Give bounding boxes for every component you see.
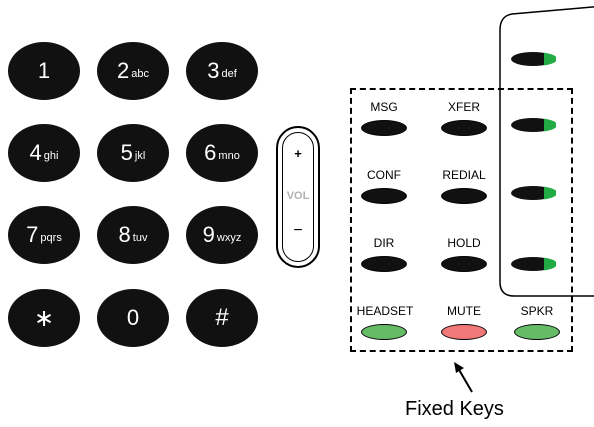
key-star[interactable]: ∗	[8, 289, 80, 347]
fixed-keys-outline	[350, 88, 573, 352]
dir-label: DIR	[373, 236, 395, 250]
key-digit: 2	[117, 58, 130, 83]
display-panel-outline	[499, 6, 594, 297]
key-digit: 7	[26, 222, 39, 247]
key-digit: 8	[118, 222, 131, 247]
redial-button[interactable]	[441, 188, 487, 204]
key-0[interactable]: 0	[97, 289, 169, 347]
line-key-1[interactable]	[510, 51, 556, 67]
volume-up-icon[interactable]: +	[294, 146, 302, 161]
key-letters: wxyz	[216, 232, 242, 244]
xfer-label: XFER	[447, 100, 480, 114]
key-digit: 3	[207, 58, 220, 83]
key-digit: 9	[202, 222, 215, 247]
fixed-keys-caption: Fixed Keys	[405, 398, 504, 420]
mute-button[interactable]	[441, 324, 487, 340]
key-letters: tuv	[132, 232, 148, 244]
key-letters: mno	[218, 150, 240, 162]
key-digit: 4	[29, 140, 42, 165]
callout-arrow-icon	[454, 362, 473, 393]
xfer-button[interactable]	[441, 120, 487, 136]
key-5[interactable]: 5 jkl	[97, 124, 169, 182]
key-digit: 1	[37, 58, 51, 83]
key-1[interactable]: 1	[8, 42, 80, 100]
key-8[interactable]: 8 tuv	[97, 206, 169, 264]
asterisk-icon: ∗	[33, 304, 55, 332]
headset-button[interactable]	[361, 324, 407, 340]
key-digit: 0	[126, 305, 140, 330]
line-led-icon	[544, 52, 556, 66]
volume-rocker[interactable]: + VOL −	[276, 126, 320, 268]
line-led-icon	[544, 257, 556, 271]
msg-label: MSG	[370, 100, 398, 114]
line-key-3[interactable]	[510, 185, 556, 201]
hold-label: HOLD	[447, 236, 481, 250]
spkr-button[interactable]	[514, 324, 560, 340]
key-letters: jkl	[134, 150, 146, 162]
key-7[interactable]: 7 pqrs	[8, 206, 80, 264]
mute-label: MUTE	[447, 304, 481, 318]
line-key-4[interactable]	[510, 256, 556, 272]
hash-icon: #	[215, 304, 229, 331]
line-key-2[interactable]	[510, 117, 556, 133]
conf-label: CONF	[367, 168, 401, 182]
key-3[interactable]: 3 def	[186, 42, 258, 100]
key-2[interactable]: 2 abc	[97, 42, 169, 100]
key-hash[interactable]: #	[186, 289, 258, 347]
spkr-label: SPKR	[520, 304, 554, 318]
key-digit: 5	[120, 140, 133, 165]
msg-button[interactable]	[361, 120, 407, 136]
key-letters: def	[221, 68, 237, 80]
key-6[interactable]: 6 mno	[186, 124, 258, 182]
volume-rocker-inner	[282, 132, 314, 262]
volume-label: VOL	[286, 190, 310, 202]
line-led-icon	[544, 186, 556, 200]
key-letters: pqrs	[40, 232, 62, 244]
key-letters: abc	[131, 68, 149, 80]
key-4[interactable]: 4 ghi	[8, 124, 80, 182]
hold-button[interactable]	[441, 256, 487, 272]
key-digit: 6	[204, 140, 217, 165]
line-led-icon	[544, 118, 556, 132]
conf-button[interactable]	[361, 188, 407, 204]
key-letters: ghi	[43, 150, 59, 162]
volume-down-icon[interactable]: −	[293, 222, 303, 239]
key-9[interactable]: 9 wxyz	[186, 206, 258, 264]
headset-label: HEADSET	[356, 304, 414, 318]
redial-label: REDIAL	[442, 168, 486, 182]
dir-button[interactable]	[361, 256, 407, 272]
